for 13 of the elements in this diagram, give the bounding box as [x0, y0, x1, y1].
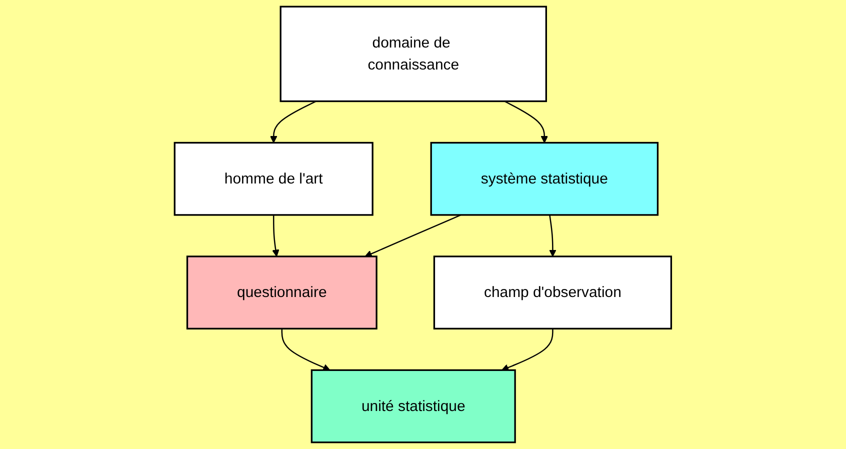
arrow	[281, 328, 330, 371]
arrow	[549, 214, 556, 257]
arrow	[272, 214, 280, 257]
node-box: homme de l'art	[174, 142, 374, 216]
node-box: système statistique	[430, 142, 659, 216]
arrow	[502, 328, 554, 372]
node-box: unité statistique	[310, 369, 516, 444]
arrow	[364, 214, 462, 258]
node-box: champ d'observation	[433, 256, 672, 330]
arrow	[504, 100, 548, 144]
node-box: questionnaire	[186, 256, 378, 330]
node-box: domaine de connaissance	[280, 6, 548, 102]
arrow	[270, 100, 317, 144]
